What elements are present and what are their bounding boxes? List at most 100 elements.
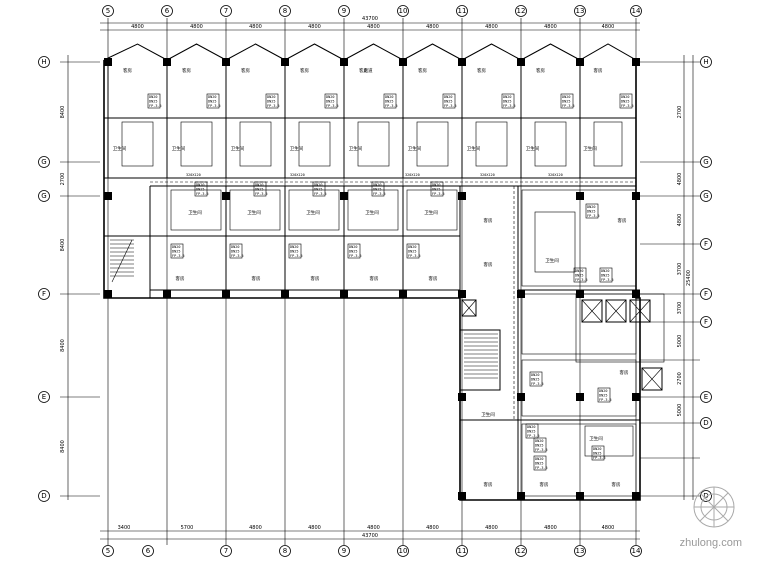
grid-bubble-label: E bbox=[42, 393, 46, 401]
tag-box bbox=[560, 93, 574, 109]
grid-bubble-label: G bbox=[41, 192, 46, 200]
fcu-tag: FP-3.5 bbox=[535, 448, 548, 452]
grid-bubble-right: D bbox=[700, 490, 712, 502]
pipe-tag: DN25 bbox=[231, 250, 239, 254]
pipe-tag: DN20 bbox=[255, 183, 263, 187]
grid-bubble-label: 11 bbox=[458, 7, 467, 15]
pipe-tag: DN20 bbox=[208, 95, 216, 99]
structural-column bbox=[458, 290, 466, 298]
fcu-tag: FP-3.5 bbox=[599, 398, 612, 402]
bathroom-outline bbox=[475, 121, 508, 167]
pipe-tag: DN20 bbox=[373, 183, 381, 187]
room-label-guest: 客房 bbox=[311, 275, 320, 282]
structural-column bbox=[340, 192, 348, 200]
tag-box bbox=[533, 437, 547, 453]
bathroom-outline bbox=[406, 189, 458, 231]
grid-bubble-right: D bbox=[700, 417, 712, 429]
structural-column bbox=[458, 492, 466, 500]
grid-bubble-left: E bbox=[38, 391, 50, 403]
dim-bottom-overall: 43700 bbox=[362, 533, 378, 539]
grid-bubble-bottom: 6 bbox=[142, 545, 154, 557]
grid-bubble-top: 10 bbox=[397, 5, 409, 17]
tag-box bbox=[170, 243, 184, 259]
fcu-tag: FP-3.5 bbox=[208, 104, 221, 108]
dim-right: 4800 bbox=[677, 214, 683, 227]
grid-bubble-right: E bbox=[700, 391, 712, 403]
bathroom-outline bbox=[347, 189, 399, 231]
pipe-tag: DN25 bbox=[444, 100, 452, 104]
grid-bubble-label: 12 bbox=[517, 547, 526, 555]
equipment-tags: DN20DN25FP-3.5DN20DN25FP-3.5DN20DN25FP-3… bbox=[147, 93, 634, 471]
grid-bubble-label: 14 bbox=[632, 547, 641, 555]
room-outline bbox=[521, 359, 637, 417]
tag-box bbox=[347, 243, 361, 259]
walls bbox=[103, 43, 641, 501]
dim-top-overall: 43700 bbox=[362, 16, 378, 22]
elevator-cross bbox=[641, 367, 663, 391]
pipe-tag: DN20 bbox=[601, 269, 609, 273]
grid-bubble-top: 5 bbox=[102, 5, 114, 17]
pipe-tag: DN25 bbox=[172, 250, 180, 254]
grid-bubble-bottom: 13 bbox=[574, 545, 586, 557]
grid-bubble-top: 6 bbox=[161, 5, 173, 17]
stairs bbox=[110, 239, 501, 391]
grid-bubble-label: 5 bbox=[106, 547, 110, 555]
pipe-tag: DN20 bbox=[587, 205, 595, 209]
pipe-tag: DN20 bbox=[593, 447, 601, 451]
pipe-tag: DN20 bbox=[444, 95, 452, 99]
room-label-bath: 卫生间 bbox=[365, 209, 379, 216]
elevator-lobby bbox=[575, 293, 665, 363]
grid-bubble-label: D bbox=[41, 492, 46, 500]
room-label-guest: 客房 bbox=[418, 67, 427, 74]
fcu-tag: FP-3.5 bbox=[593, 456, 606, 460]
watermark: zhulong.com bbox=[679, 537, 742, 549]
fcu-tag: FP-3.5 bbox=[531, 382, 544, 386]
structural-column bbox=[104, 192, 112, 200]
duct-label: 320X120 bbox=[186, 173, 201, 177]
pipe-tag: DN20 bbox=[432, 183, 440, 187]
dim-bottom-bay: 4800 bbox=[602, 525, 615, 531]
pipe-tag: DN20 bbox=[575, 269, 583, 273]
tag-box bbox=[619, 93, 633, 109]
room-label-guest: 客房 bbox=[123, 67, 132, 74]
dim-bottom-bay: 4800 bbox=[308, 525, 321, 531]
grid-bubble-right: G bbox=[700, 190, 712, 202]
room-label-guest: 客房 bbox=[370, 275, 379, 282]
structural-column bbox=[632, 290, 640, 298]
grid-bubble-label: 8 bbox=[283, 547, 287, 555]
tag-box bbox=[324, 93, 338, 109]
grid-bubble-right: F bbox=[700, 238, 712, 250]
pipe-tag: DN25 bbox=[575, 274, 583, 278]
room-label-guest: 客房 bbox=[300, 67, 309, 74]
dim-right: 2700 bbox=[677, 106, 683, 119]
pipe-tag: DN25 bbox=[527, 430, 535, 434]
room-label-guest: 客房 bbox=[182, 67, 191, 74]
bathroom-outline bbox=[121, 121, 154, 167]
dim-bottom-bay: 3400 bbox=[118, 525, 131, 531]
structural-column bbox=[104, 290, 112, 298]
elevator-shafts bbox=[461, 293, 665, 391]
structural-column bbox=[340, 58, 348, 66]
fcu-tag: FP-3.5 bbox=[408, 254, 421, 258]
structural-column bbox=[399, 58, 407, 66]
grid-bubble-label: D bbox=[703, 492, 708, 500]
fcu-tag: FP-3.5 bbox=[326, 104, 339, 108]
dim-top-bay: 4800 bbox=[426, 24, 439, 30]
room-label-bath: 卫生间 bbox=[231, 145, 245, 152]
grid-bubble-label: G bbox=[41, 158, 46, 166]
facade-gables bbox=[103, 43, 637, 61]
